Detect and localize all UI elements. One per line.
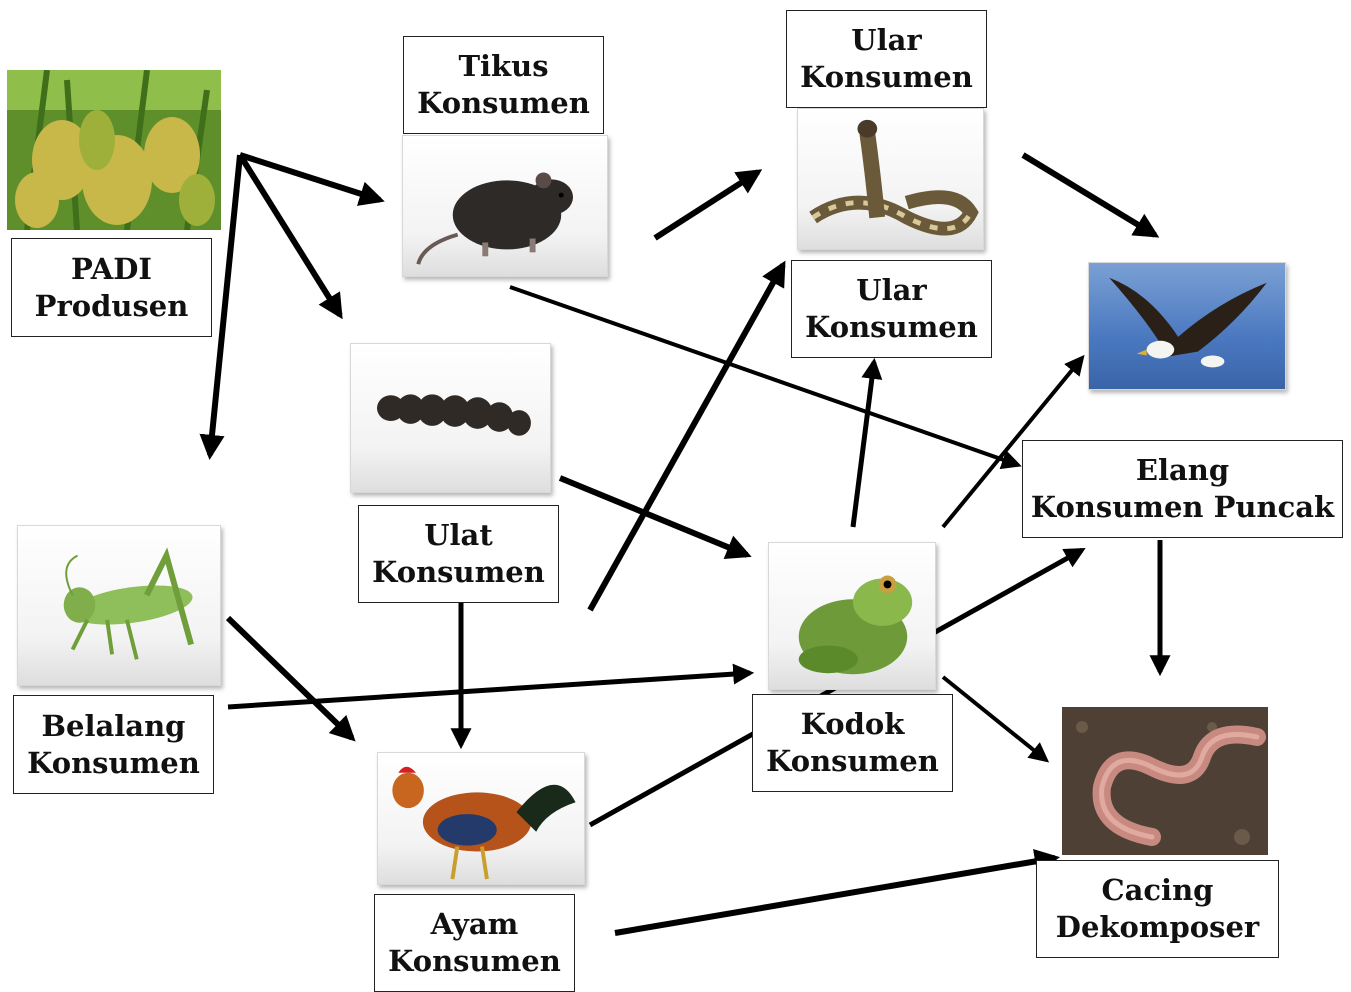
node-tikus: Tikus Konsumen (403, 36, 604, 134)
node-role: Konsumen (388, 943, 561, 980)
eagle-icon (1089, 263, 1285, 389)
node-padi: PADI Produsen (11, 238, 212, 337)
node-belalang: Belalang Konsumen (13, 695, 214, 794)
node-role: Konsumen (372, 554, 545, 591)
node-elang: Elang Konsumen Puncak (1022, 440, 1343, 538)
node-name: PADI (71, 251, 152, 288)
node-ular-mid: Ular Konsumen (791, 260, 992, 358)
arrow-padi-to-ulat (240, 155, 340, 315)
node-name: Ulat (424, 517, 493, 554)
caterpillar-icon (351, 344, 550, 492)
node-ayam: Ayam Konsumen (374, 894, 575, 992)
rat-icon (403, 136, 607, 276)
node-name: Cacing (1102, 872, 1214, 909)
arrow-ayam-to-cacing (615, 858, 1055, 933)
grasshopper-icon (18, 526, 220, 685)
arrow-ular-top-to-elang (1023, 155, 1155, 235)
node-name: Kodok (801, 706, 905, 743)
rooster-icon (378, 753, 584, 884)
node-kodok: Kodok Konsumen (752, 694, 953, 792)
node-name: Elang (1136, 452, 1229, 489)
rat-image (402, 135, 608, 277)
node-name: Ular (856, 272, 926, 309)
arrow-belalang-to-ayam (228, 618, 352, 738)
node-role: Konsumen (800, 59, 973, 96)
cobra-image (797, 108, 984, 250)
arrow-kodok-to-cacing (943, 677, 1046, 760)
rice-plant-icon (7, 70, 221, 230)
node-name: Ular (851, 22, 921, 59)
node-role: Dekomposer (1056, 909, 1259, 946)
arrow-ulat-to-kodok (560, 478, 747, 555)
arrow-ulat-to-ular-top (590, 265, 783, 610)
rooster-image (377, 752, 585, 885)
node-name: Ayam (431, 906, 519, 943)
caterpillar-image (350, 343, 551, 493)
node-role: Konsumen (766, 743, 939, 780)
cobra-snake-icon (798, 109, 983, 249)
node-role: Konsumen Puncak (1031, 489, 1334, 526)
node-ular-top: Ular Konsumen (786, 10, 987, 108)
eagle-image (1088, 262, 1286, 390)
frog-icon (769, 543, 935, 689)
earthworm-icon (1062, 707, 1268, 855)
node-role: Konsumen (417, 85, 590, 122)
node-ulat: Ulat Konsumen (358, 505, 559, 603)
node-role: Konsumen (27, 745, 200, 782)
node-name: Tikus (458, 48, 548, 85)
node-role: Konsumen (805, 309, 978, 346)
earthworm-image (1062, 707, 1268, 855)
node-role: Produsen (35, 288, 189, 325)
arrow-kodok-to-ular-mid (853, 362, 874, 527)
grasshopper-image (17, 525, 221, 686)
frog-image (768, 542, 936, 690)
arrow-tikus-to-ular-top (655, 172, 758, 238)
node-name: Belalang (42, 708, 186, 745)
rice-plant-image (7, 70, 221, 230)
node-cacing: Cacing Dekomposer (1036, 860, 1279, 958)
